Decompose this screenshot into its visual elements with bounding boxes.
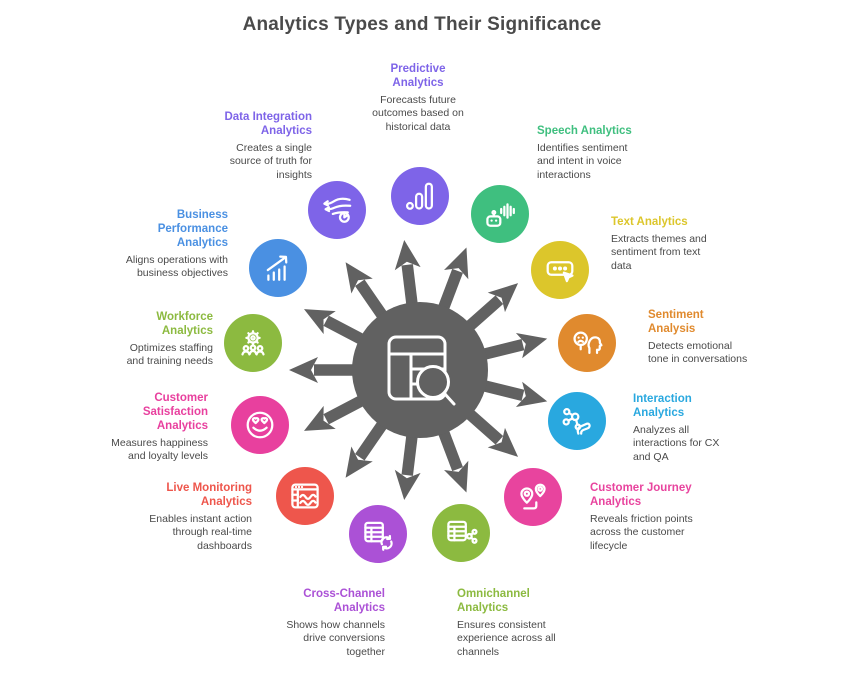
table-sync-icon xyxy=(360,516,396,552)
workforce-title: Workforce Analytics xyxy=(156,311,213,338)
customer-journey-title: Customer Journey Analytics xyxy=(590,482,692,509)
flow-merge-icon xyxy=(319,192,355,228)
live-monitoring-title: Live Monitoring Analytics xyxy=(166,482,252,509)
live-monitoring-description: Enables instant action through real-time… xyxy=(149,513,252,552)
sentiment-title: Sentiment Analysis xyxy=(648,309,704,336)
business-performance-description: Aligns operations with business objectiv… xyxy=(125,254,228,280)
customer-journey-description: Reveals friction points across the custo… xyxy=(590,513,693,552)
dashboard-icon xyxy=(287,478,323,514)
sentiment-badge xyxy=(558,314,616,372)
business-performance-badge xyxy=(249,239,307,297)
speech-badge xyxy=(471,185,529,243)
customer-satisfaction-description: Measures happiness and loyalty levels xyxy=(111,437,208,463)
text-badge xyxy=(531,241,589,299)
speech-title: Speech Analytics xyxy=(537,125,632,137)
customer-satisfaction-title: Customer Satisfaction Analytics xyxy=(142,392,208,433)
predictive-badge xyxy=(391,167,449,225)
mood-profile-icon xyxy=(569,325,605,361)
workforce-badge xyxy=(224,314,282,372)
data-integration-description: Creates a single source of truth for ins… xyxy=(229,142,312,181)
gear-people-icon xyxy=(235,325,271,361)
network-hand-icon xyxy=(559,403,595,439)
text-description: Extracts themes and sentiment from text … xyxy=(611,233,707,272)
bar-chart-icon xyxy=(402,178,438,214)
interaction-title: Interaction Analytics xyxy=(633,393,692,420)
text-title: Text Analytics xyxy=(611,216,688,228)
heart-eyes-icon xyxy=(242,407,278,443)
business-performance-title: Business Performance Analytics xyxy=(157,209,228,250)
workforce-description: Optimizes staffing and training needs xyxy=(126,342,213,368)
growth-chart-icon xyxy=(260,250,296,286)
data-integration-title: Data Integration Analytics xyxy=(224,111,312,138)
omnichannel-title: Omnichannel Analytics xyxy=(457,588,530,615)
predictive-title: Predictive Analytics xyxy=(390,63,446,90)
voice-robot-icon xyxy=(482,196,518,232)
cross-channel-description: Shows how channels drive conversions tog… xyxy=(286,619,385,658)
cross-channel-title: Cross-Channel Analytics xyxy=(303,588,385,615)
table-search-icon xyxy=(387,335,456,406)
cross-channel-badge xyxy=(349,505,407,563)
map-pins-icon xyxy=(515,479,551,515)
predictive-description: Forecasts future outcomes based on histo… xyxy=(372,94,464,133)
chat-cursor-icon xyxy=(542,252,578,288)
omnichannel-description: Ensures consistent experience across all… xyxy=(457,619,556,658)
interaction-badge xyxy=(548,392,606,450)
data-integration-badge xyxy=(308,181,366,239)
omnichannel-badge xyxy=(432,504,490,562)
table-share-icon xyxy=(443,515,479,551)
hub-graphic xyxy=(289,239,548,501)
page-title: Analytics Types and Their Significance xyxy=(242,14,602,35)
sentiment-description: Detects emotional tone in conversations xyxy=(648,340,748,366)
customer-satisfaction-badge xyxy=(231,396,289,454)
live-monitoring-badge xyxy=(276,467,334,525)
speech-description: Identifies sentiment and intent in voice… xyxy=(537,142,628,181)
interaction-description: Analyzes all interactions for CX and QA xyxy=(633,424,720,463)
customer-journey-badge xyxy=(504,468,562,526)
